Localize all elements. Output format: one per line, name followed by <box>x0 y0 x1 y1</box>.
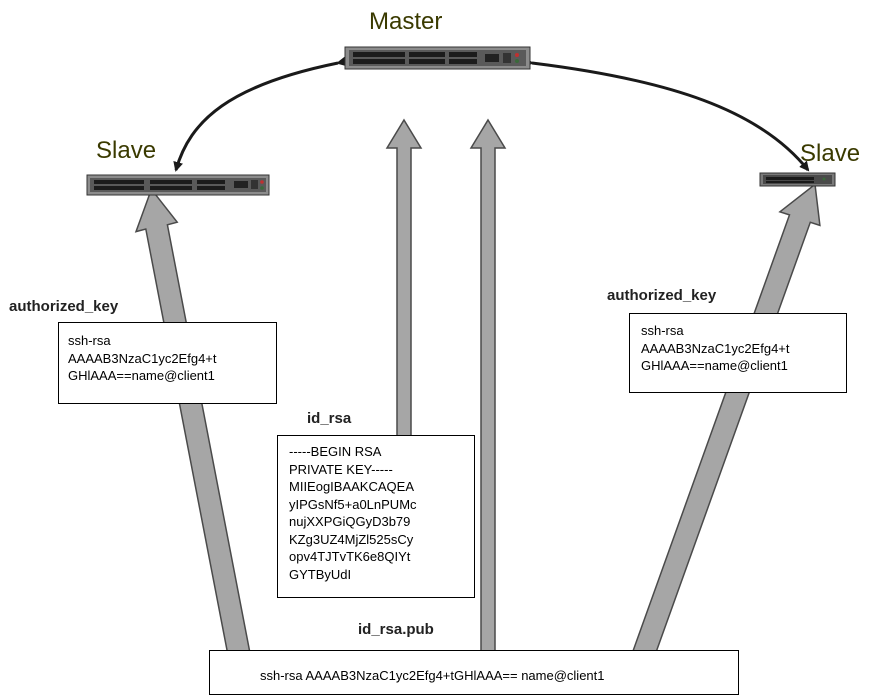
id-rsa-line: PRIVATE KEY----- <box>289 461 393 477</box>
pub-to-master-arrow <box>469 118 507 653</box>
authorized-key-right-line: AAAAB3NzaC1yc2Efg4+t <box>641 340 790 356</box>
pub-to-slave-right-arrow <box>620 182 821 692</box>
id-rsa-line: opv4TJTvTK6e8QIYt <box>289 549 411 564</box>
authorized-key-left-label: authorized_key <box>9 298 119 315</box>
id-rsa-line: nujXXPGiQGyD3b79 <box>289 514 411 529</box>
slave-right-switch-icon <box>759 172 836 187</box>
authorized-key-right-line: GHlAAA==name@client1 <box>641 358 788 373</box>
id-rsa-pub-label: id_rsa.pub <box>358 621 434 638</box>
authorized-key-right-box: ssh-rsa AAAAB3NzaC1yc2Efg4+t GHlAAA==nam… <box>629 313 847 393</box>
id-rsa-label: id_rsa <box>307 410 352 427</box>
authorized-key-left-line: GHlAAA==name@client1 <box>68 368 215 383</box>
slave-left-label: Slave <box>96 137 157 164</box>
master-switch-icon <box>344 46 531 70</box>
master-slave-left-connection <box>173 56 347 172</box>
master-label: Master <box>369 8 443 35</box>
id-rsa-line: MIIEogIBAAKCAQEA <box>289 479 414 494</box>
authorized-key-left-box: ssh-rsa AAAAB3NzaC1yc2Efg4+t GHlAAA==nam… <box>58 322 277 404</box>
id-rsa-to-master-arrow <box>385 118 423 443</box>
slave-left-switch-icon <box>86 174 270 196</box>
pub-to-slave-left-arrow <box>134 187 258 692</box>
authorized-key-right-line: ssh-rsa <box>641 323 684 338</box>
id-rsa-line: KZg3UZ4MjZl525sCy <box>289 531 414 547</box>
authorized-key-left-line: AAAAB3NzaC1yc2Efg4+t <box>68 350 217 366</box>
authorized-key-right-label: authorized_key <box>607 287 717 304</box>
slave-right-label: Slave <box>800 140 861 167</box>
authorized-key-left-line: ssh-rsa <box>68 333 111 348</box>
id-rsa-line: GYTByUdI <box>289 566 352 582</box>
id-rsa-line: -----BEGIN RSA <box>289 444 382 459</box>
id-rsa-pub-box: ssh-rsa AAAAB3NzaC1yc2Efg4+tGHlAAA== nam… <box>209 650 739 695</box>
id-rsa-line: yIPGsNf5+a0LnPUMc <box>289 496 417 512</box>
master-slave-right-connection <box>523 57 810 172</box>
id-rsa-pub-text: ssh-rsa AAAAB3NzaC1yc2Efg4+tGHlAAA== nam… <box>260 668 605 683</box>
id-rsa-box: -----BEGIN RSA PRIVATE KEY----- MIIEogIB… <box>277 435 475 598</box>
